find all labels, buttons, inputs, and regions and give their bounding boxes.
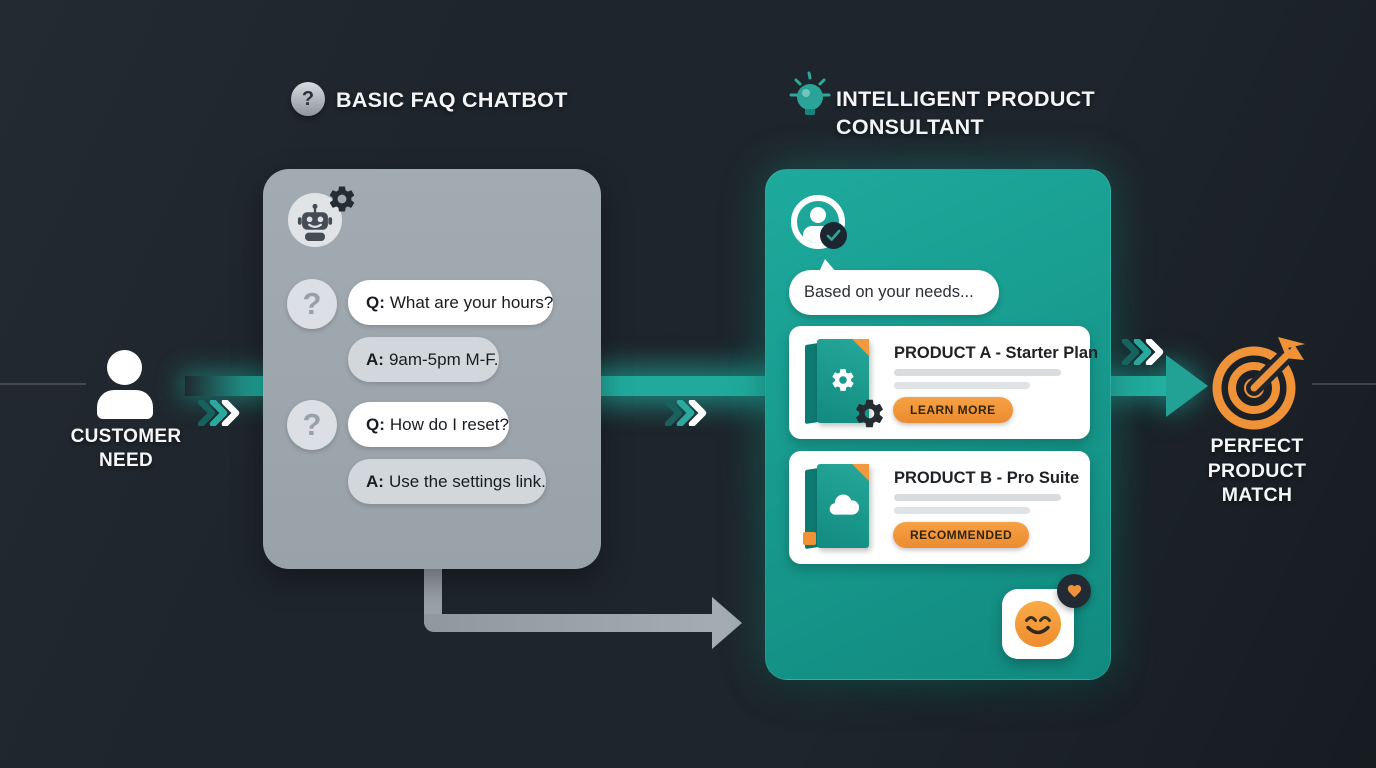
customer-need-label: CUSTOMER NEED — [70, 426, 182, 471]
gear-icon — [329, 186, 355, 212]
chat-bubble-question: Q:What are your hours? — [348, 280, 554, 325]
chevrons-icon — [1122, 339, 1164, 365]
corner-fold-icon — [852, 339, 869, 356]
question-circle-icon: ? — [291, 82, 325, 116]
consultant-heading: INTELLIGENT PRODUCT CONSULTANT — [836, 87, 1095, 139]
product-box-icon — [803, 464, 877, 552]
flow-line-right — [1312, 383, 1376, 385]
question-mark-icon: ? — [287, 400, 337, 450]
recommended-badge-button[interactable]: RECOMMENDED — [893, 522, 1030, 548]
question-mark-icon: ? — [287, 279, 337, 329]
a-text: Use the settings link. — [388, 472, 546, 491]
a-prefix: A: — [366, 350, 384, 369]
corner-fold-icon — [852, 464, 869, 481]
a-text: 9am-5pm M-F. — [388, 350, 499, 369]
placeholder-line — [894, 494, 1061, 501]
chat-bubble-answer: A:9am-5pm M-F. — [348, 337, 499, 382]
placeholder-line — [894, 382, 1030, 389]
heart-icon — [1057, 574, 1091, 608]
chat-bubble-answer: A:Use the settings link. — [348, 459, 546, 504]
cloud-icon — [829, 494, 859, 515]
verified-check-icon — [820, 222, 847, 249]
chevrons-icon — [198, 400, 240, 426]
elbow-arrow-vertical — [424, 560, 442, 624]
q-text: How do I reset? — [389, 415, 509, 434]
flow-line-left — [0, 383, 86, 385]
learn-more-button[interactable]: LEARN MORE — [893, 397, 1013, 423]
elbow-arrow-horizontal — [424, 614, 714, 632]
smiley-icon — [1015, 601, 1061, 647]
person-icon — [96, 350, 154, 420]
target-icon — [1212, 337, 1305, 430]
product-card-b: PRODUCT B - Pro Suite RECOMMENDED — [789, 451, 1090, 564]
product-card-a: PRODUCT A - Starter Plan LEARN MORE — [789, 326, 1098, 439]
lightbulb-icon — [789, 71, 831, 115]
faq-chatbot-card: ? Q:What are your hours? A:9am-5pm M-F. … — [263, 169, 601, 569]
gear-icon — [856, 399, 883, 428]
gear-icon — [832, 369, 854, 391]
placeholder-line — [894, 369, 1061, 376]
consultant-greeting-bubble: Based on your needs... — [789, 259, 999, 315]
chat-bubble-question: Q:How do I reset? — [348, 402, 509, 447]
product-a-title: PRODUCT A - Starter Plan — [894, 344, 1099, 362]
a-prefix: A: — [366, 472, 384, 491]
product-box-icon — [803, 339, 883, 428]
perfect-match-label: PERFECT PRODUCT MATCH — [1207, 435, 1307, 506]
accent-square-icon — [803, 532, 816, 545]
q-prefix: Q: — [366, 293, 385, 312]
product-consultant-card: Based on your needs... PRODUCT A - Start… — [765, 169, 1111, 680]
q-text: What are your hours? — [389, 293, 554, 312]
chevrons-icon — [665, 400, 707, 426]
faq-heading: BASIC FAQ CHATBOT — [336, 88, 568, 112]
q-prefix: Q: — [366, 415, 385, 434]
flow-arrowhead-icon — [1166, 355, 1208, 417]
elbow-arrowhead-icon — [712, 597, 742, 649]
product-b-title: PRODUCT B - Pro Suite — [894, 469, 1080, 487]
placeholder-line — [894, 507, 1030, 514]
